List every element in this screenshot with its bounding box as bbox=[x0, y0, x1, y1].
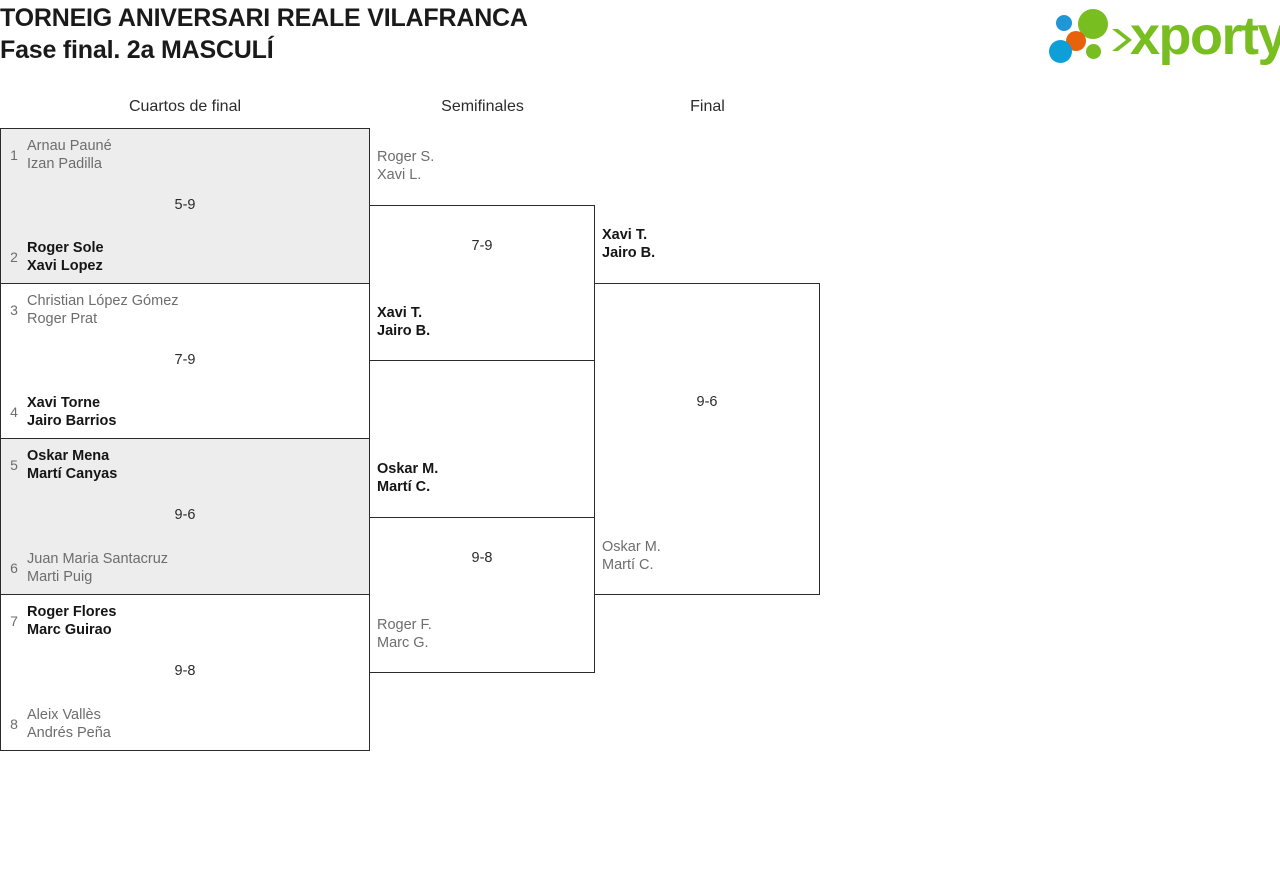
match-quarterfinal-2[interactable]: 3 Christian López Gómez Roger Prat 7-9 4… bbox=[0, 283, 370, 439]
match-final[interactable]: 9-6 bbox=[594, 283, 820, 595]
player-name-1: Oskar M. bbox=[602, 539, 661, 555]
player-name-1: Christian López Gómez bbox=[27, 293, 179, 309]
logo-chevron-icon bbox=[1112, 29, 1132, 51]
player-name-2: Jairo Barrios bbox=[27, 413, 117, 429]
match-team-bottom[interactable]: 2 Roger Sole Xavi Lopez bbox=[1, 239, 369, 275]
column-header-final: Final bbox=[690, 98, 725, 115]
player-name-2: Martí C. bbox=[602, 557, 654, 573]
match-quarterfinal-1[interactable]: 1 Arnau Pauné Izan Padilla 5-9 2 Roger S… bbox=[0, 128, 370, 284]
seed-number: 6 bbox=[10, 560, 18, 576]
tournament-phase: Fase final. 2a MASCULÍ bbox=[0, 36, 274, 64]
xporty-logo[interactable]: xporty bbox=[1048, 5, 1280, 67]
semifinal-2-team-top[interactable]: Oskar M. Martí C. bbox=[369, 460, 438, 496]
player-name-2: Xavi L. bbox=[377, 167, 422, 183]
player-name-2: Jairo B. bbox=[377, 323, 431, 339]
match-score: 5-9 bbox=[174, 197, 196, 213]
match-score: 9-6 bbox=[696, 394, 718, 410]
seed-number: 2 bbox=[10, 249, 18, 265]
player-name-2: Roger Prat bbox=[27, 311, 98, 327]
match-score: 9-8 bbox=[174, 663, 196, 679]
player-name-2: Martí Canyas bbox=[27, 466, 118, 482]
match-semifinal-1[interactable]: 7-9 bbox=[369, 205, 595, 361]
player-name-1: Oskar M. bbox=[377, 461, 439, 477]
player-name-2: Martí C. bbox=[377, 479, 431, 495]
match-team-top[interactable]: 5 Oskar Mena Martí Canyas bbox=[1, 447, 369, 483]
player-name-1: Roger F. bbox=[377, 617, 432, 633]
player-name-2: Marc G. bbox=[377, 635, 429, 651]
match-team-top[interactable]: 7 Roger Flores Marc Guirao bbox=[1, 603, 369, 639]
semifinal-2-team-bottom[interactable]: Roger F. Marc G. bbox=[369, 616, 432, 652]
player-name-1: Roger Sole bbox=[27, 240, 104, 256]
match-team-top[interactable]: 3 Christian López Gómez Roger Prat bbox=[1, 292, 369, 328]
logo-dot-blue-large-icon bbox=[1049, 40, 1072, 63]
seed-number: 8 bbox=[10, 716, 18, 732]
player-name-1: Aleix Vallès bbox=[27, 707, 101, 723]
player-name-1: Oskar Mena bbox=[27, 448, 110, 464]
match-semifinal-2[interactable]: 9-8 bbox=[369, 517, 595, 673]
player-name-2: Izan Padilla bbox=[27, 156, 102, 172]
seed-number: 1 bbox=[10, 147, 18, 163]
player-name-1: Xavi Torne bbox=[27, 395, 101, 411]
logo-wordmark: xporty bbox=[1130, 6, 1280, 66]
match-team-bottom[interactable]: 4 Xavi Torne Jairo Barrios bbox=[1, 394, 369, 430]
match-score: 9-6 bbox=[174, 507, 196, 523]
seed-number: 3 bbox=[10, 302, 18, 318]
match-team-bottom[interactable]: 8 Aleix Vallès Andrés Peña bbox=[1, 706, 369, 742]
player-name-1: Juan Maria Santacruz bbox=[27, 551, 169, 567]
player-name-2: Marti Puig bbox=[27, 569, 93, 585]
logo-dot-green-small-icon bbox=[1086, 44, 1101, 59]
tournament-title-block: TORNEIG ANIVERSARI REALE VILAFRANCA Fase… bbox=[0, 2, 900, 66]
logo-dot-blue-small-icon bbox=[1056, 15, 1072, 31]
player-name-1: Xavi T. bbox=[602, 227, 648, 243]
player-name-2: Marc Guirao bbox=[27, 622, 112, 638]
final-team-bottom[interactable]: Oskar M. Martí C. bbox=[594, 538, 661, 574]
final-team-top[interactable]: Xavi T. Jairo B. bbox=[594, 226, 655, 262]
player-name-2: Jairo B. bbox=[602, 245, 656, 261]
player-name-1: Xavi T. bbox=[377, 305, 423, 321]
match-score: 7-9 bbox=[471, 238, 493, 254]
seed-number: 5 bbox=[10, 457, 18, 473]
player-name-2: Xavi Lopez bbox=[27, 258, 103, 274]
logo-dots-icon bbox=[1048, 7, 1132, 65]
seed-number: 7 bbox=[10, 613, 18, 629]
match-quarterfinal-3[interactable]: 5 Oskar Mena Martí Canyas 9-6 6 Juan Mar… bbox=[0, 438, 370, 595]
page-header: TORNEIG ANIVERSARI REALE VILAFRANCA Fase… bbox=[0, 0, 1280, 90]
match-team-bottom[interactable]: 6 Juan Maria Santacruz Marti Puig bbox=[1, 550, 369, 586]
match-score: 7-9 bbox=[174, 352, 196, 368]
column-header-quarterfinals: Cuartos de final bbox=[128, 98, 242, 115]
match-score: 9-8 bbox=[471, 550, 493, 566]
semifinal-1-team-bottom[interactable]: Xavi T. Jairo B. bbox=[369, 304, 430, 340]
player-name-1: Roger S. bbox=[377, 149, 435, 165]
match-quarterfinal-4[interactable]: 7 Roger Flores Marc Guirao 9-8 8 Aleix V… bbox=[0, 594, 370, 751]
player-name-1: Arnau Pauné bbox=[27, 138, 112, 154]
seed-number: 4 bbox=[10, 404, 18, 420]
tournament-name: TORNEIG ANIVERSARI REALE VILAFRANCA bbox=[0, 4, 528, 32]
player-name-1: Roger Flores bbox=[27, 604, 117, 620]
semifinal-1-team-top[interactable]: Roger S. Xavi L. bbox=[369, 148, 434, 184]
match-team-top[interactable]: 1 Arnau Pauné Izan Padilla bbox=[1, 137, 369, 173]
player-name-2: Andrés Peña bbox=[27, 725, 111, 741]
column-header-semifinals: Semifinales bbox=[441, 98, 524, 115]
